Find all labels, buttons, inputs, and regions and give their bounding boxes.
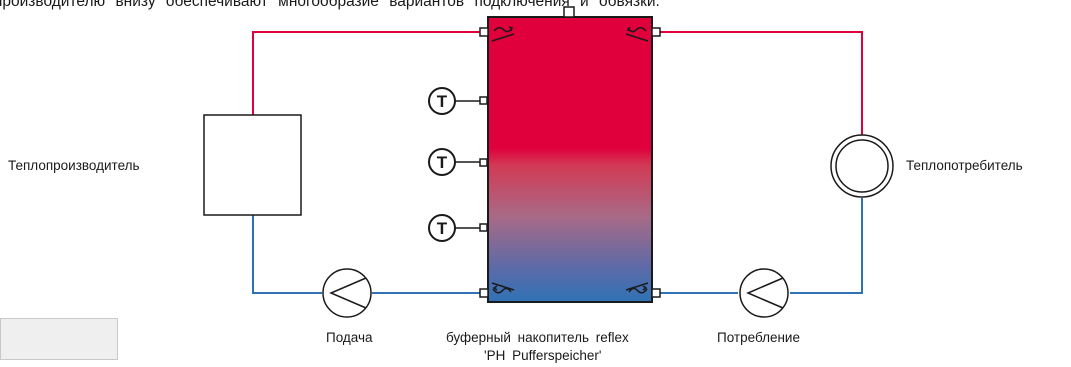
temperature-sensor-middle: T bbox=[428, 148, 480, 176]
buffer-tank bbox=[479, 6, 661, 303]
inlet-baffles bbox=[491, 26, 649, 294]
supply-label: Подача bbox=[326, 330, 373, 345]
consumption-label: Потребление bbox=[717, 330, 800, 345]
sensor-symbol: T bbox=[437, 92, 448, 111]
heat-consumer-icon bbox=[830, 134, 894, 198]
tank-label-line1: буферный накопитель reflex bbox=[446, 330, 629, 345]
hot-pipes bbox=[252, 31, 863, 135]
tank-label-line2: 'PH Pufferspeicher' bbox=[484, 348, 601, 363]
vent-nozzle bbox=[563, 6, 575, 18]
header-text: производителю внизу обеспечивают многооб… bbox=[0, 0, 660, 10]
sensor-symbol: T bbox=[437, 153, 448, 172]
heat-generator-label: Теплопроизводитель bbox=[8, 158, 140, 173]
temperature-sensor-bottom: T bbox=[428, 214, 480, 242]
cold-pipes bbox=[252, 198, 863, 294]
tank-nozzles bbox=[479, 27, 661, 298]
heat-generator-box bbox=[203, 114, 302, 216]
heat-consumer-label: Теплопотребитель bbox=[906, 158, 1023, 173]
sensor-symbol: T bbox=[437, 219, 448, 238]
supply-pump-icon bbox=[322, 268, 372, 318]
consumer-pump-icon bbox=[739, 268, 789, 318]
temperature-sensor-top: T bbox=[428, 87, 480, 115]
grey-panel bbox=[0, 318, 118, 360]
